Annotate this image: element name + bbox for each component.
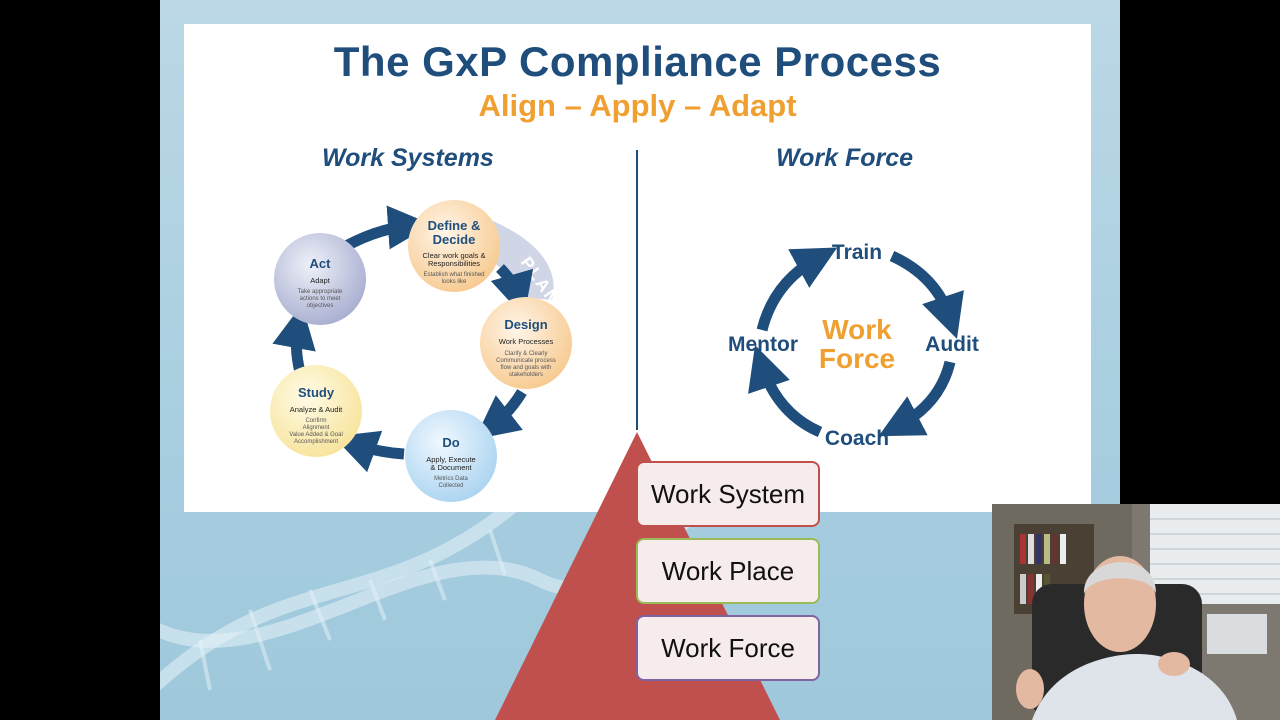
node-do-title: Do: [442, 435, 459, 450]
presenter-person-icon: [1016, 556, 1237, 720]
node-do-sub-1: Metrics Data: [434, 476, 468, 482]
node-design-sub-2: Communicate process: [496, 358, 556, 364]
node-design-sub-3: flow and goals with: [501, 365, 552, 371]
arrow-audit-to-coach: [878, 360, 956, 437]
label-coach: Coach: [825, 427, 889, 450]
work-force-center-line-2: Force: [819, 343, 895, 374]
label-mentor: Mentor: [728, 333, 798, 356]
node-study-sub-3: Value Added & Goal: [289, 432, 343, 438]
node-define-sub-1: Establish what finished: [423, 272, 484, 278]
presenter-webcam: [992, 504, 1280, 720]
node-act-line-1: Adapt: [310, 276, 331, 285]
pyramid-tier-work-system: Work System: [636, 461, 820, 527]
node-study-title: Study: [298, 385, 335, 400]
arrow-coach-to-mentor: [748, 345, 823, 438]
arrow-do-to-study: [333, 430, 405, 473]
node-design-sub-1: Clarify & Clearly: [504, 351, 547, 357]
node-design: Design Work Processes Clarify & Clearly …: [480, 297, 572, 389]
node-define-title-2: Decide: [433, 232, 476, 247]
label-train: Train: [832, 241, 882, 264]
node-design-line-1: Work Processes: [499, 337, 554, 346]
work-force-center-line-1: Work: [822, 314, 892, 345]
arrow-mentor-to-train: [756, 247, 838, 332]
node-design-title: Design: [504, 317, 547, 332]
label-audit: Audit: [925, 333, 979, 356]
work-force-cycle: Train Audit Coach Mentor Work Force: [728, 241, 979, 450]
work-force-heading: Work Force: [776, 144, 914, 172]
node-design-sub-4: stakeholders: [509, 372, 543, 378]
arrow-act-to-define: [343, 205, 432, 251]
node-do: Do Apply, Execute & Document Metrics Dat…: [405, 410, 497, 502]
node-study-sub-2: Alignment: [303, 425, 330, 431]
node-act-sub-2: actions to meet: [300, 296, 341, 302]
pyramid-tier-work-place: Work Place: [636, 538, 820, 604]
node-study-sub-1: Confirm: [305, 418, 326, 424]
node-act-sub-3: objectives: [307, 303, 334, 309]
node-act-sub-1: Take appropriate: [298, 289, 343, 295]
node-define-title-1: Define &: [428, 218, 481, 233]
node-act-title: Act: [310, 256, 332, 271]
node-define-sub-2: looks like: [442, 279, 467, 285]
node-define-decide: Define & Decide Clear work goals & Respo…: [408, 200, 500, 292]
pyramid-tier-work-force: Work Force: [636, 615, 820, 681]
work-systems-heading: Work Systems: [322, 144, 494, 172]
arrow-study-to-act: [272, 304, 316, 374]
presenter-video-frame: [992, 504, 1280, 720]
node-act: Act Adapt Take appropriate actions to me…: [274, 233, 366, 325]
node-define-line-1: Clear work goals &: [423, 251, 486, 260]
node-do-line-1: Apply, Execute: [426, 455, 475, 464]
node-define-line-2: Responsibilities: [428, 259, 480, 268]
node-study-sub-4: Accomplishment: [294, 439, 338, 445]
panel-divider: [636, 150, 638, 430]
node-do-line-2: & Document: [430, 463, 472, 472]
node-do-sub-2: Collected: [438, 483, 463, 489]
slide-subtitle: Align – Apply – Adapt: [478, 88, 797, 123]
arrow-define-to-design: [490, 264, 534, 318]
slide-title: The GxP Compliance Process: [333, 38, 942, 85]
arrow-train-to-audit: [889, 250, 964, 339]
node-study: Study Analyze & Audit Confirm Alignment …: [270, 365, 362, 457]
arrow-design-to-do: [474, 389, 527, 440]
node-study-line-1: Analyze & Audit: [290, 405, 343, 414]
